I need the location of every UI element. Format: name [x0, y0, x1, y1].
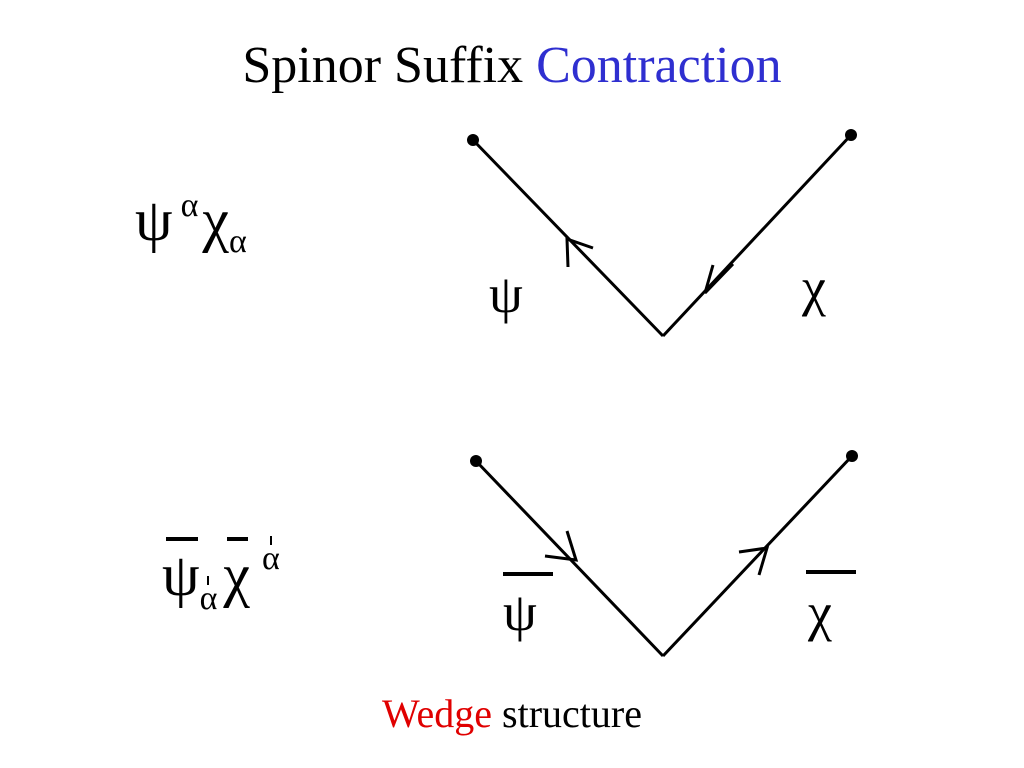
bottom-left-endpoint: [470, 455, 482, 467]
top-expr-sub: α: [229, 223, 247, 260]
top-expr-psi: ψ: [135, 187, 173, 253]
bottom-left-arrow: [544, 530, 579, 562]
bottom-left-label: ψ: [503, 582, 537, 642]
top-left-label: ψ: [489, 264, 523, 324]
top-left-endpoint: [467, 134, 479, 146]
caption: Wedge structure: [0, 690, 1024, 738]
bottom-expr-chibar: χ: [223, 537, 251, 608]
bottom-expr-sup: α: [262, 536, 280, 577]
caption-rest: structure: [502, 691, 642, 736]
bottom-expr-psibar: ψ: [162, 537, 200, 608]
bottom-right-label: χ: [807, 582, 832, 642]
bottom-expr-sup-letter: α: [262, 540, 280, 577]
bottom-right-line: [661, 454, 854, 658]
bottom-expr-sub: α: [199, 576, 218, 617]
title-prefix: Spinor Suffix: [242, 37, 524, 94]
overline: [227, 537, 249, 541]
top-wedge: ψ χ: [467, 129, 857, 338]
bottom-right-endpoint: [846, 450, 858, 462]
caption-accent: Wedge: [381, 691, 493, 736]
bottom-expr-psi: ψ: [162, 542, 200, 608]
bottom-wedge: ψ χ: [470, 450, 858, 658]
top-right-label: χ: [801, 257, 826, 317]
top-right-line: [661, 133, 853, 338]
bottom-expr-chi: χ: [223, 542, 251, 608]
top-expr-chi: χ: [202, 187, 230, 253]
top-expr-sup: α: [180, 187, 199, 224]
top-right-arrow: [703, 262, 735, 295]
bottom-right-arrow: [738, 546, 770, 576]
dot-accent: [207, 576, 210, 585]
overline: [166, 537, 198, 541]
top-right-endpoint: [845, 129, 857, 141]
bottom-expr-sub-letter: α: [199, 580, 218, 617]
page-title: Spinor Suffix Contraction: [0, 30, 1024, 102]
top-left-arrow: [565, 236, 594, 268]
title-accent: Contraction: [536, 37, 782, 94]
dot-accent: [269, 536, 272, 545]
